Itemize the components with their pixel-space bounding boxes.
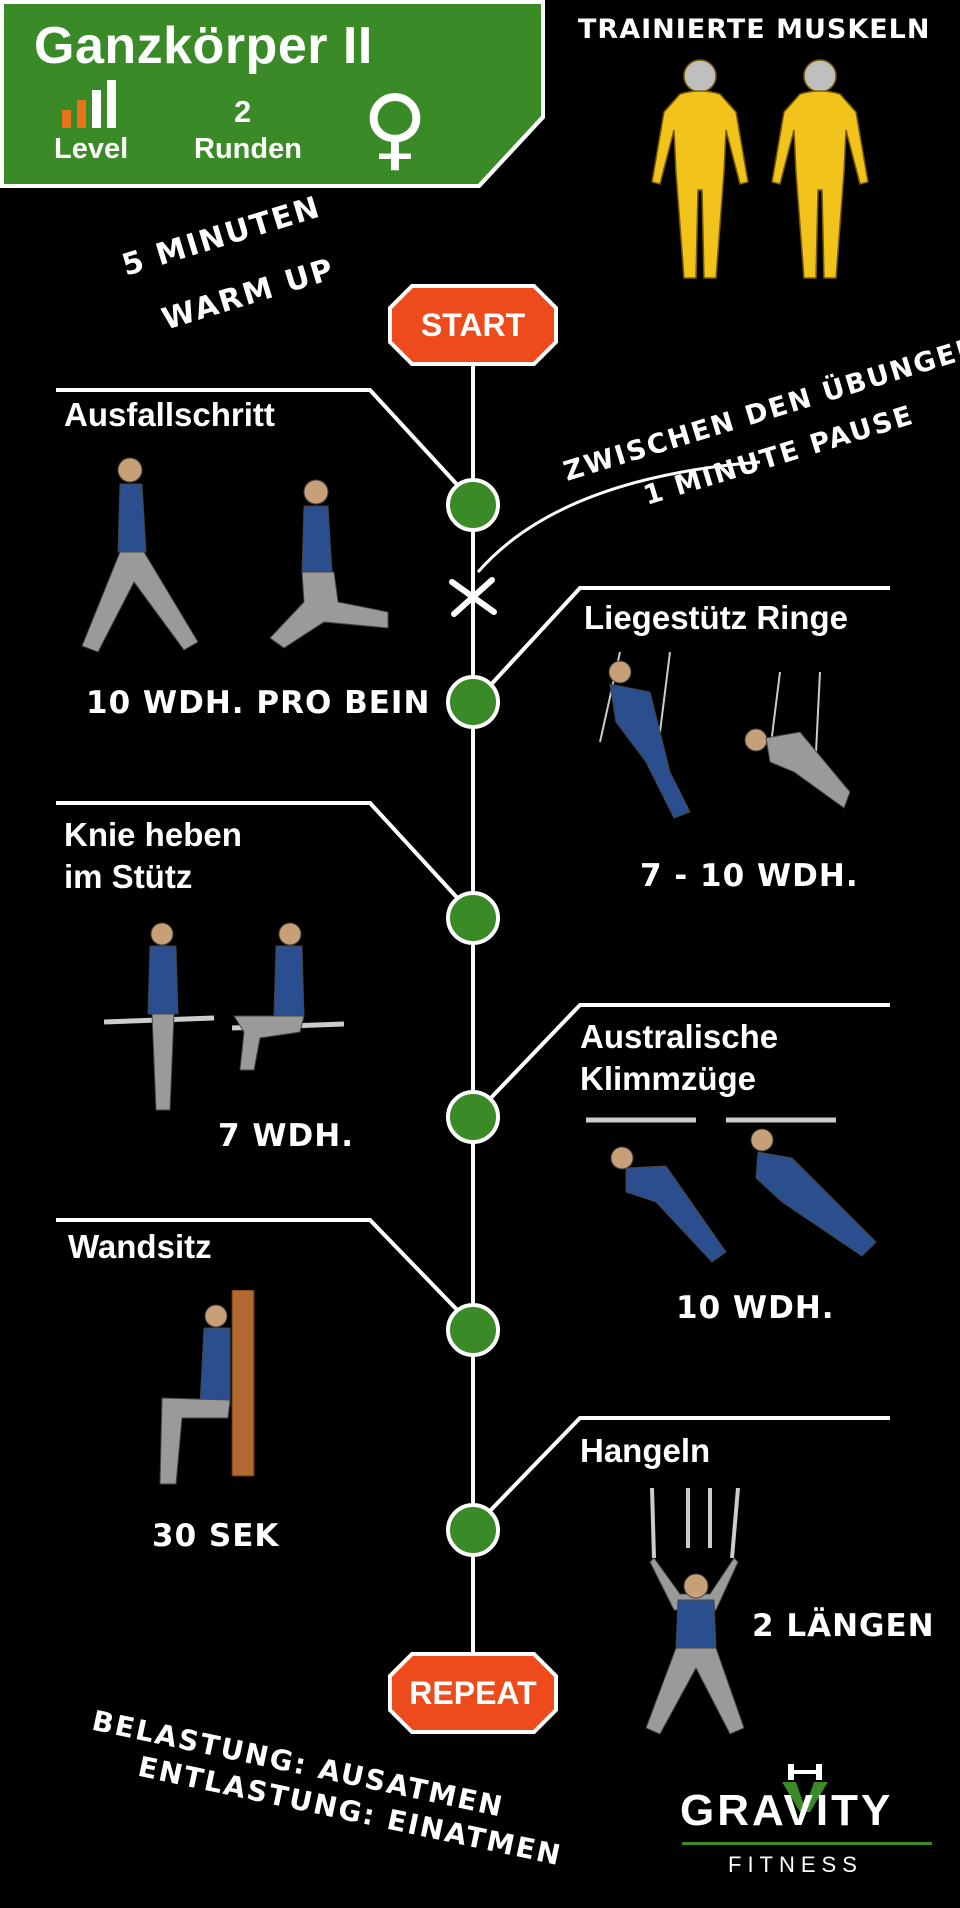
level-label: Level [54,133,129,165]
female-icon: ♀ [362,76,428,181]
exercise-5-reps: 30 SEK [152,1518,280,1554]
exercise-2-name: Liegestütz Ringe [584,599,849,636]
repeat-badge: REPEAT [388,1652,558,1734]
timeline-node-2 [446,675,500,729]
rounds-value: 2 [234,94,252,129]
repeat-label: REPEAT [409,1674,537,1711]
level-bars-icon [62,80,116,128]
rounds-label: Runden [194,133,302,165]
back-figure [771,59,869,279]
pause-arrow [476,460,761,573]
exercise-4-image [586,1117,877,1263]
brand-sub: FITNESS [728,1852,863,1877]
timeline-node-5 [446,1303,500,1357]
connector-knieheben [56,801,464,905]
timeline-node-4 [446,1090,500,1144]
exercise-3-name-line2: im Stütz [64,858,193,895]
start-label: START [420,306,526,343]
header-panel: Ganzkörper II Level 2 Runden ♀ [0,0,545,188]
exercise-1-name: Ausfallschritt [64,396,275,433]
gravity-dumbbell-icon [782,1764,828,1812]
connector-liegestuetz [484,586,890,692]
connector-australische [484,1003,890,1105]
exercise-4-name-line2: Klimmzüge [580,1060,757,1097]
workout-title: Ganzkörper II [34,17,373,75]
exercise-2-image [599,652,851,819]
exercise-6-image [645,1488,745,1735]
brand-divider [682,1842,932,1845]
exercise-4-name-line1: Australische [580,1018,779,1055]
muscles-label: TRAINIERTE MUSKELN [578,14,931,45]
exercise-3-name-line1: Knie heben [64,816,242,853]
brand-name: GRAVITY [680,1786,894,1835]
exercise-3-reps: 7 WDH. [218,1118,355,1154]
muscle-figures-image [651,59,869,279]
exercise-2-reps: 7 - 10 WDH. [640,858,859,894]
timeline-node-3 [446,891,500,945]
exercise-5-image [159,1290,255,1485]
exercise-1-image [81,457,389,653]
exercise-6-name: Hangeln [580,1432,711,1469]
exercise-3-image [104,922,344,1111]
exercise-1-reps: 10 WDH. PRO BEIN [86,685,431,721]
start-badge: START [388,284,558,366]
front-figure [651,59,749,279]
connector-ausfallschritt [56,388,464,492]
exercise-4-reps: 10 WDH. [676,1290,835,1326]
exercise-5-name: Wandsitz [68,1228,212,1265]
connector-hangeln [484,1416,890,1517]
timeline-node-1 [446,478,500,532]
header-background [0,0,545,188]
connector-wandsitz [56,1218,464,1317]
exercise-6-reps: 2 LÄNGEN [752,1608,935,1644]
timeline-node-6 [446,1503,500,1557]
pause-cross-icon [449,577,497,617]
